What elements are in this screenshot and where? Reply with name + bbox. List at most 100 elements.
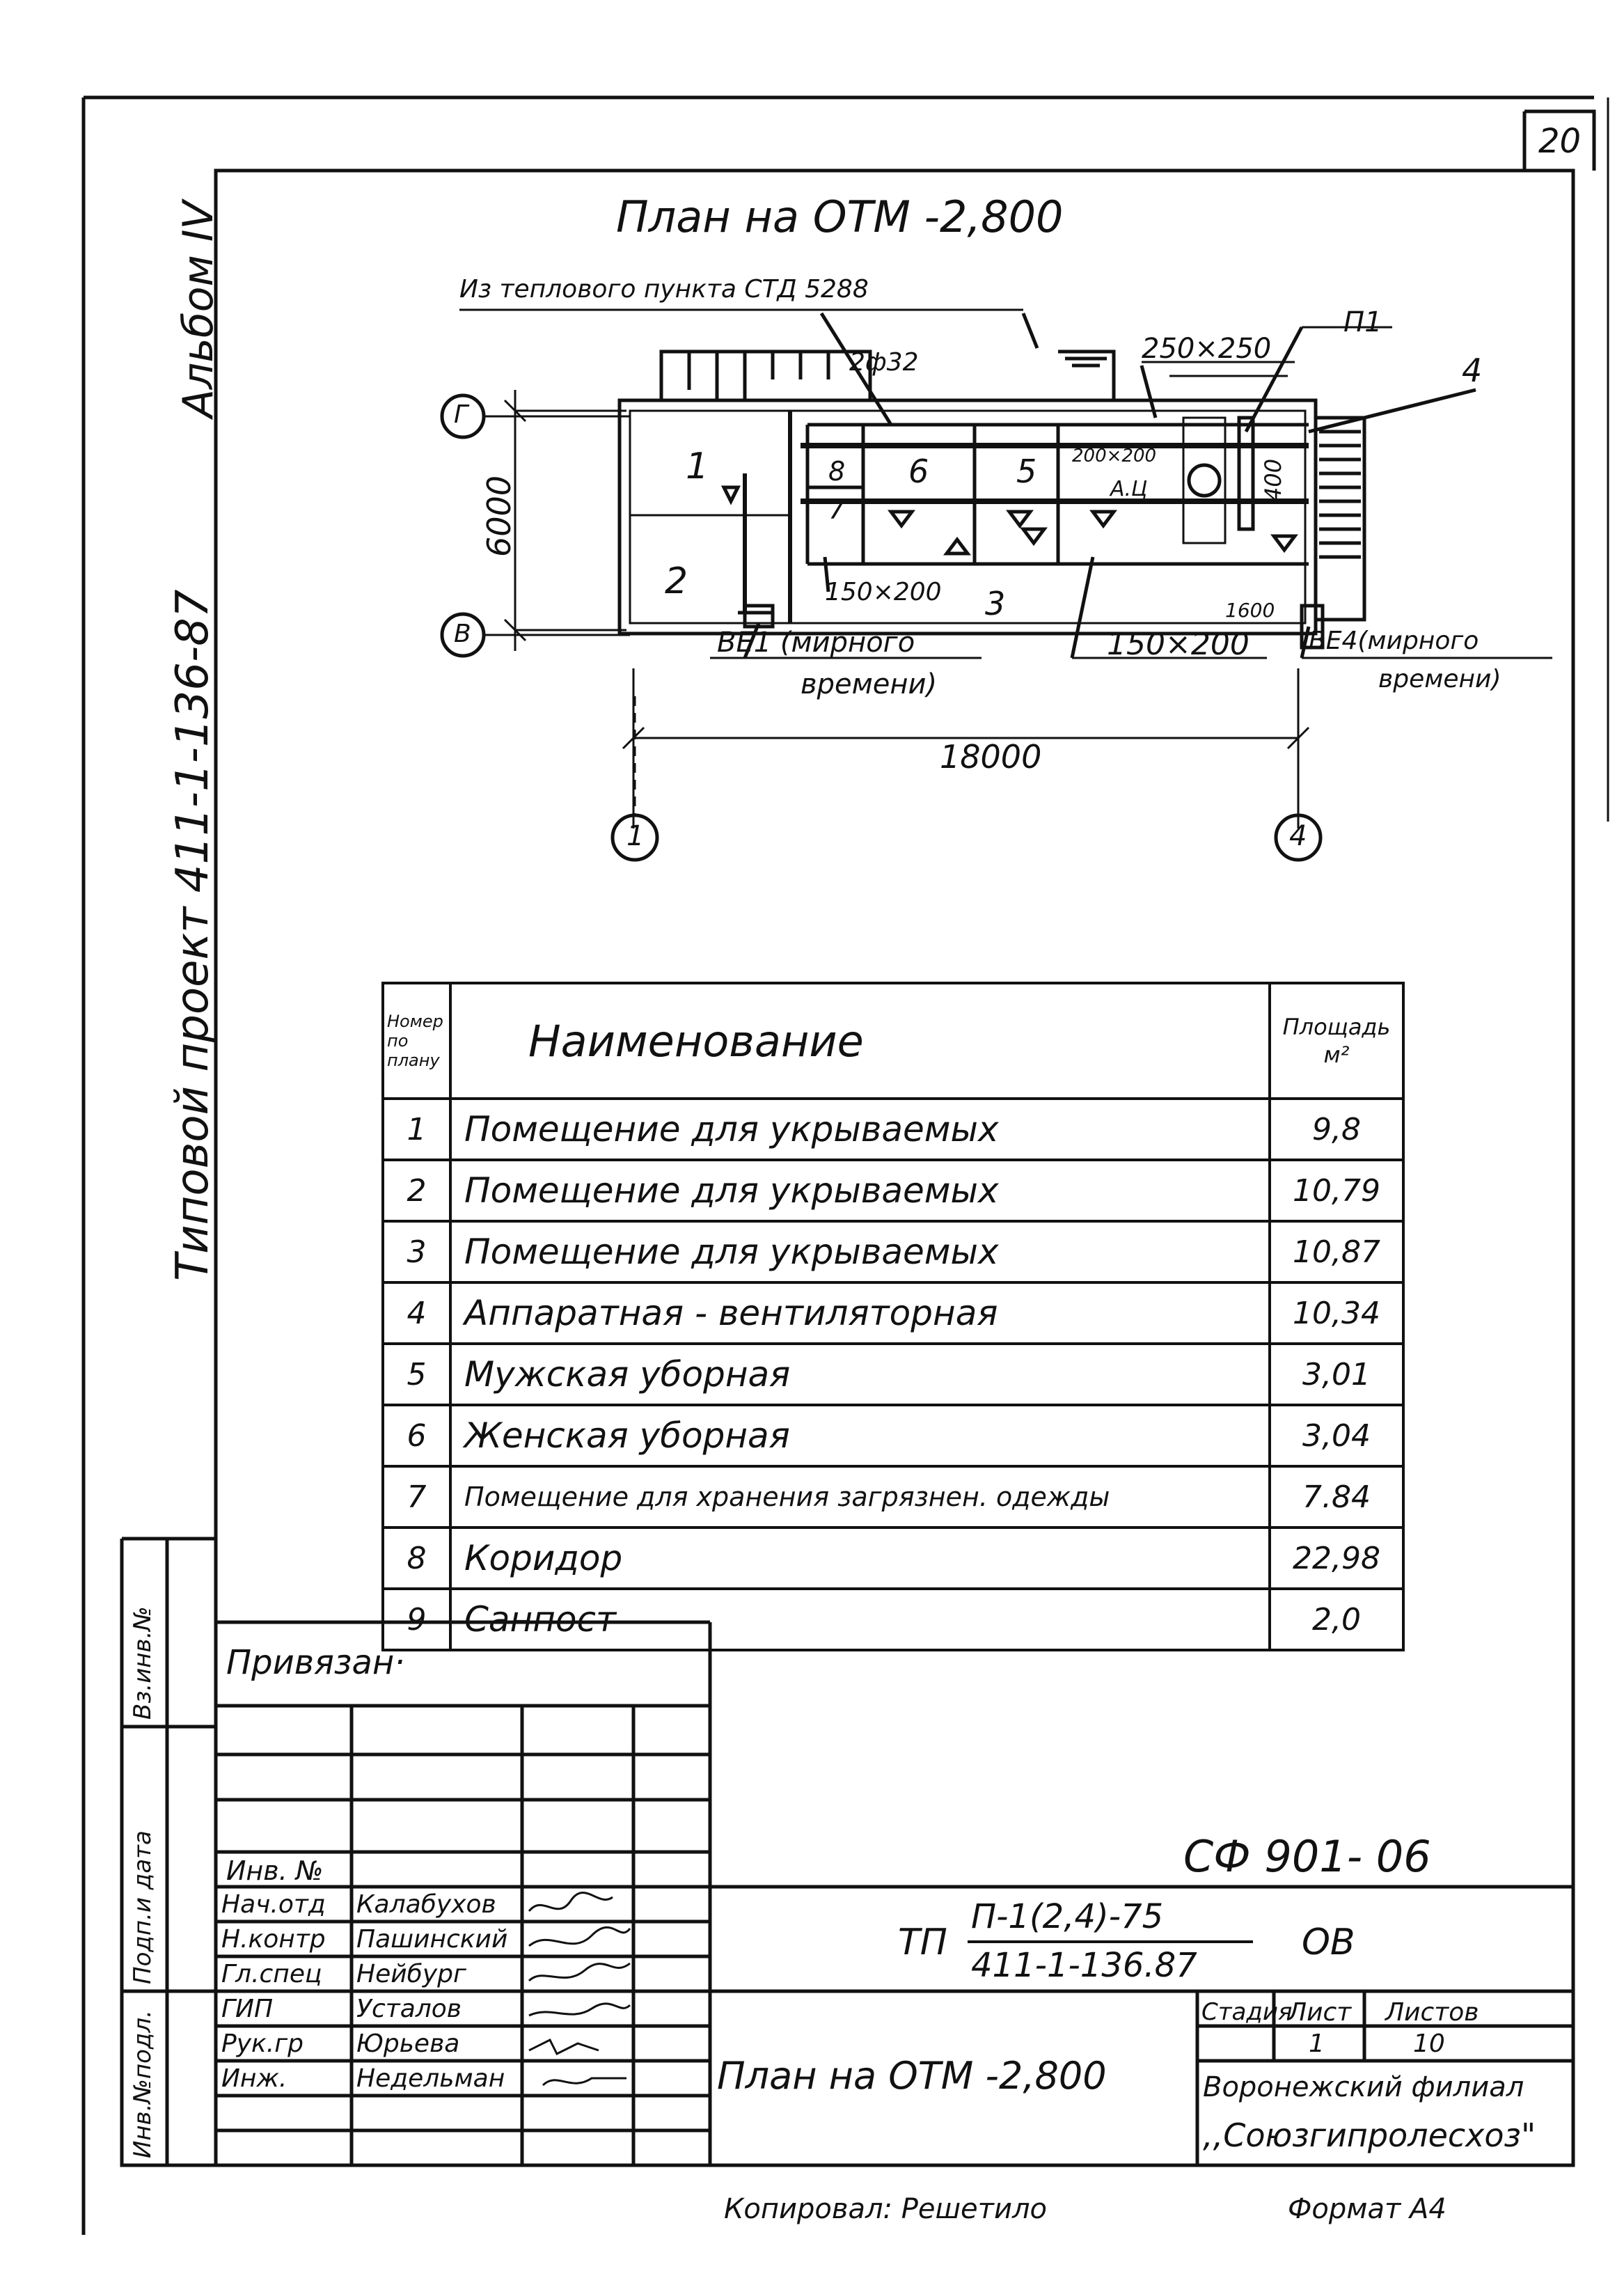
row-no: 8 [381,1526,452,1590]
row-no: 1 [381,1097,452,1161]
column-header-no: Номер по плану [381,982,452,1100]
note-p1: П1 [1343,306,1382,338]
plan-title: План на ОТМ -2,800 [616,191,1064,242]
row-no: 6 [381,1404,452,1468]
dim-400: 400 [1260,458,1286,501]
row-name: Женская уборная [449,1404,1271,1468]
sheets-value: 10 [1413,2029,1445,2058]
note-pipe: 2ф32 [849,348,919,377]
room-7: 7 [828,494,846,525]
axis-1: 1 [626,820,645,852]
table-row: 8 Коридор 22,98 [381,1526,1405,1590]
column-header-name: Наименование [449,982,1271,1100]
vz-inv-label: Вз.инв.№ [129,1606,157,1720]
signer-role: Нач.отд [221,1890,326,1919]
album-label: Альбом IV [174,201,223,418]
row-area: 2,0 [1268,1587,1405,1651]
row-name: Помещение для укрываемых [449,1097,1271,1161]
room-2: 2 [665,560,688,602]
dim-6000: 6000 [480,475,518,557]
signer-name: Юрьева [356,2029,460,2058]
row-no: 7 [381,1465,452,1529]
row-name: Мужская уборная [449,1342,1271,1406]
org-line1: Воронежский филиал [1203,2071,1524,2103]
row-area: 10,79 [1268,1159,1405,1223]
table-row: 5 Мужская уборная 3,01 [381,1342,1405,1406]
signer-role: Инж. [221,2064,287,2093]
table-row: 6 Женская уборная 3,04 [381,1404,1405,1468]
sheet-value: 1 [1309,2029,1325,2058]
row-area: 3,04 [1268,1404,1405,1468]
designation-numerator: П-1(2,4)-75 [971,1897,1164,1936]
dim-1600: 1600 [1225,599,1275,622]
signer-name: Недельман [356,2064,505,2093]
dim-18000: 18000 [940,738,1042,776]
be1-line2: времени) [801,668,938,700]
room-3: 3 [985,585,1006,622]
note-supply: Из теплового пункта СТД 5288 [459,275,869,304]
signatures [528,1892,631,2087]
signer-name: Пашинский [356,1925,508,1954]
room-4-label: 4 [1462,352,1483,389]
be4-line2: времени) [1378,665,1501,693]
plan-drawing [440,308,1552,862]
designation-suffix: ОВ [1302,1922,1355,1963]
drawing-title: План на ОТМ -2,800 [717,2054,1107,2098]
row-area: 9,8 [1268,1097,1405,1161]
table-header-row: Номер по плану Наименование Площадь м² [381,982,1405,1100]
duct-150b: 150×200 [1107,627,1249,662]
explication-table: Номер по плану Наименование Площадь м² 1… [381,982,1405,1651]
be4-line1: ВЕ4(мирного [1309,627,1479,655]
signer-role: Гл.спец [221,1960,322,1988]
table-row: 2 Помещение для укрываемых 10,79 [381,1159,1405,1223]
signer-name: Нейбург [356,1960,466,1988]
row-name: Помещение для укрываемых [449,1220,1271,1284]
room-6: 6 [908,453,929,490]
table-row: 9 Санпост 2,0 [381,1587,1405,1651]
sheet-label: Лист [1288,1998,1352,2027]
designation-prefix: ТП [898,1922,947,1963]
signer-role: ГИП [221,1995,274,2023]
signer-role: Н.контр [221,1925,326,1954]
signer-name: Усталов [356,1995,462,2023]
axis-v: В [454,620,471,648]
privyazan-label: Привязан· [226,1643,405,1682]
signer-name: Калабухов [356,1890,496,1919]
row-area: 22,98 [1268,1526,1405,1590]
be1-line1: ВЕ1 (мирного [717,627,915,659]
podp-date-label: Подп.и дата [129,1830,157,1984]
sheets-label: Листов [1385,1998,1479,2027]
duct-150a: 150×200 [825,578,942,606]
document-code: СФ 901- 06 [1183,1831,1431,1882]
axis-4: 4 [1289,820,1307,852]
row-area: 7.84 [1268,1465,1405,1529]
row-name: Помещение для укрываемых [449,1159,1271,1223]
axis-g: Г [454,400,468,429]
room-5: 5 [1016,453,1037,490]
duct-200-label: 200×200 [1072,446,1157,466]
sheet-number: 20 [1538,122,1582,161]
room-8: 8 [828,456,846,487]
row-area: 3,01 [1268,1342,1405,1406]
column-header-area: Площадь м² [1268,982,1405,1100]
designation-denominator: 411-1-136.87 [971,1946,1197,1985]
duct-au-label: А.Ц [1110,477,1148,501]
row-no: 5 [381,1342,452,1406]
inv-no-label: Инв. № [226,1855,324,1886]
row-no: 4 [381,1281,452,1345]
row-area: 10,34 [1268,1281,1405,1345]
signer-role: Рук.гр [221,2029,303,2058]
fraction-line [968,1940,1253,1943]
org-line2: ,,Союзгипролесхоз" [1203,2117,1536,2154]
row-name: Аппаратная - вентиляторная [449,1281,1271,1345]
row-area: 10,87 [1268,1220,1405,1284]
row-no: 2 [381,1159,452,1223]
table-row: 1 Помещение для укрываемых 9,8 [381,1097,1405,1161]
note-duct-top: 250×250 [1142,333,1272,365]
table-row: 4 Аппаратная - вентиляторная 10,34 [381,1281,1405,1345]
table-row: 3 Помещение для укрываемых 10,87 [381,1220,1405,1284]
stage-label: Стадия [1201,1998,1293,2026]
row-no: 9 [381,1587,452,1651]
format-label: Формат А4 [1288,2193,1446,2225]
